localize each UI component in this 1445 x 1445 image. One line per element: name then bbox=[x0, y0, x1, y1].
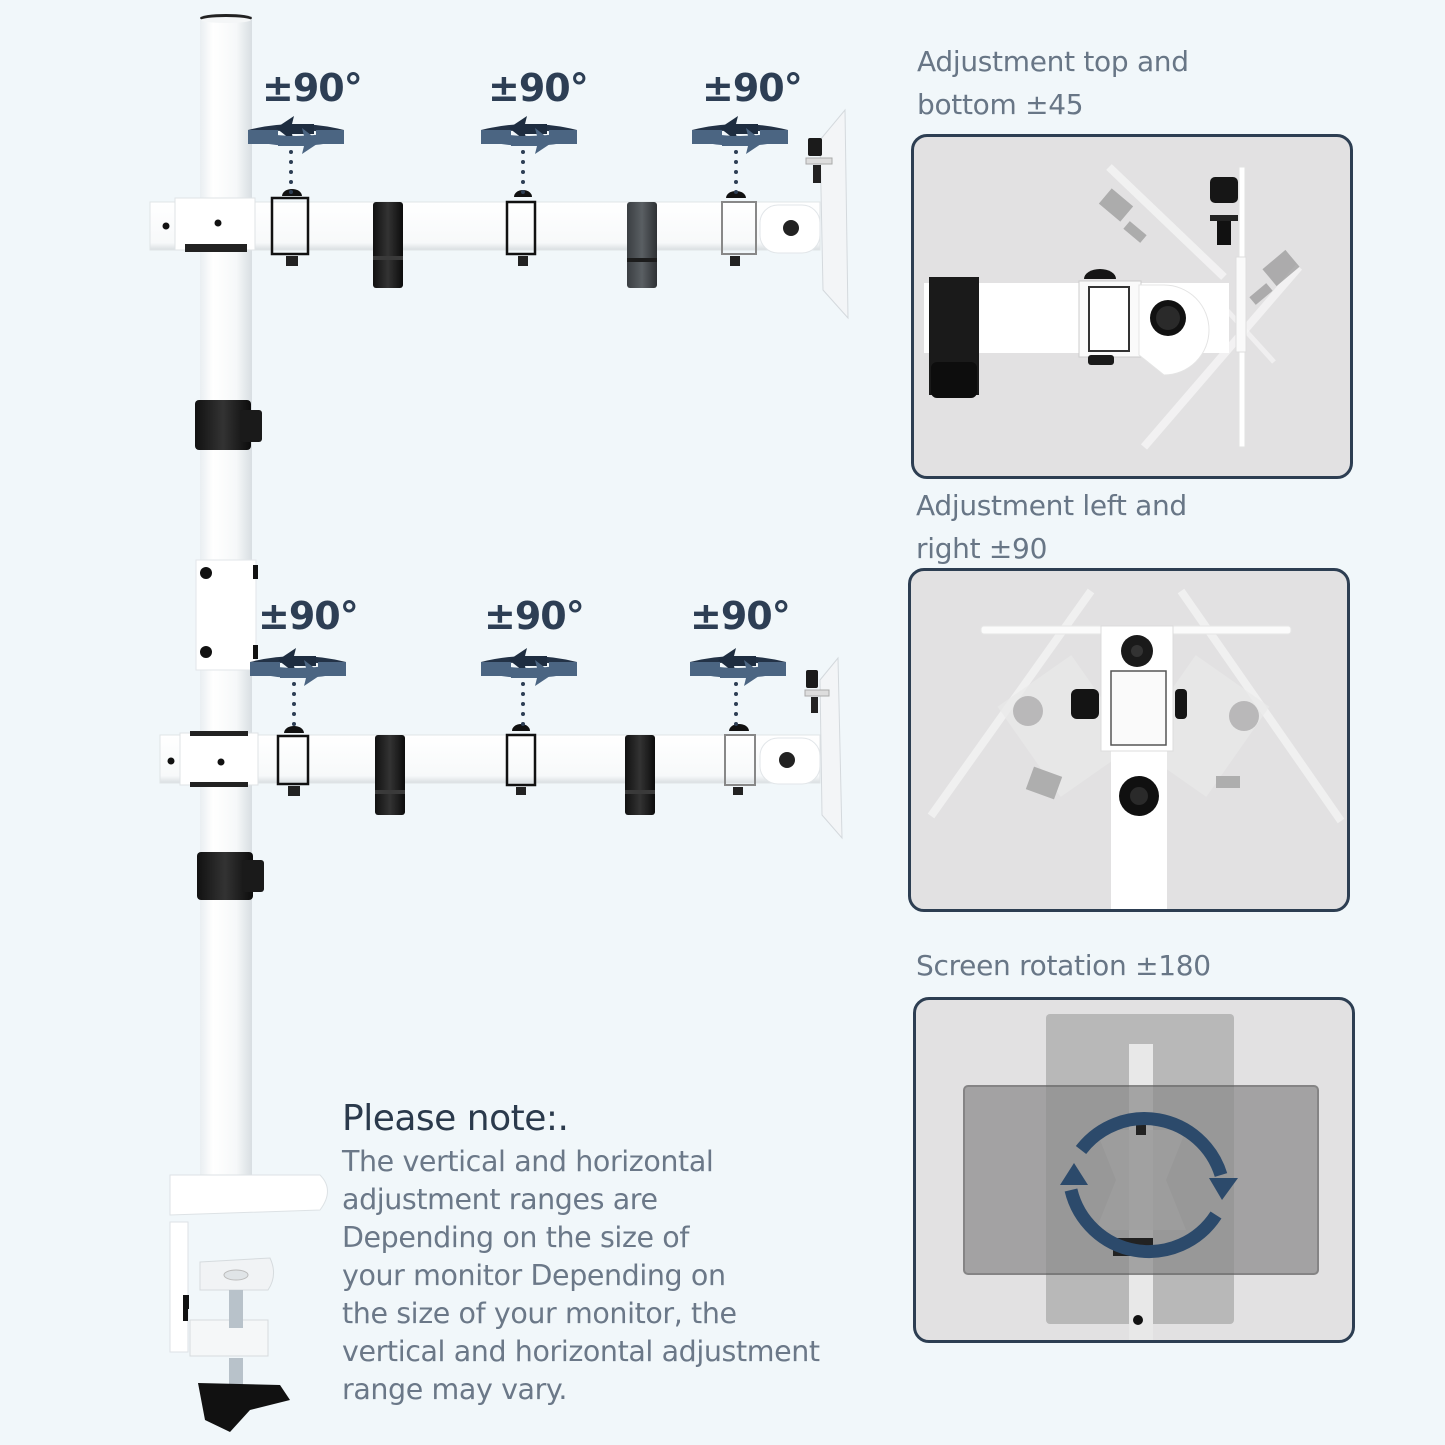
note-line: Depending on the size of bbox=[342, 1221, 689, 1254]
panel-swivel-illustration bbox=[908, 568, 1350, 912]
rotation-diagram-icon bbox=[963, 1014, 1319, 1340]
bottom-arm-rotation-label-2: ±90° bbox=[484, 594, 585, 638]
panel-tilt-illustration bbox=[911, 134, 1353, 479]
top-arm-rotation-label-3: ±90° bbox=[702, 66, 803, 110]
note-line: The vertical and horizontal bbox=[342, 1145, 714, 1178]
desk-clamp bbox=[169, 1174, 328, 1432]
panel-tilt-caption-line-2: bottom ±45 bbox=[917, 88, 1084, 121]
pole-cable-clip bbox=[195, 400, 262, 450]
panel-swivel-caption-line-1: Adjustment left and bbox=[916, 489, 1187, 522]
note-line: vertical and horizontal adjustment bbox=[342, 1335, 820, 1368]
pole-height-collar bbox=[195, 559, 258, 671]
panel-rotation-illustration bbox=[913, 997, 1355, 1343]
swivel-diagram-icon bbox=[927, 588, 1345, 909]
panel-swivel-caption: Adjustment left and right ±90 bbox=[916, 484, 1187, 570]
top-arm-rotation-label-1: ±90° bbox=[262, 66, 363, 110]
top-arm bbox=[149, 108, 849, 320]
bottom-arm-rotation-label-3: ±90° bbox=[690, 594, 791, 638]
top-arm-rotation-label-2: ±90° bbox=[488, 66, 589, 110]
panel-rotation-caption: Screen rotation ±180 bbox=[916, 944, 1211, 987]
note-line: the size of your monitor, the bbox=[342, 1297, 737, 1330]
note-title: Please note:. bbox=[342, 1098, 569, 1139]
note-body: The vertical and horizontal adjustment r… bbox=[342, 1143, 862, 1409]
panel-tilt-caption: Adjustment top and bottom ±45 bbox=[917, 40, 1189, 126]
note-line: range may vary. bbox=[342, 1373, 567, 1406]
bottom-arm bbox=[159, 656, 843, 840]
panel-swivel-caption-line-2: right ±90 bbox=[916, 532, 1048, 565]
mount-pole bbox=[149, 14, 849, 1432]
note-line: adjustment ranges are bbox=[342, 1183, 658, 1216]
pole-cable-clip bbox=[197, 852, 264, 900]
panel-tilt-caption-line-1: Adjustment top and bbox=[917, 45, 1189, 78]
tilt-diagram-icon bbox=[924, 164, 1303, 450]
bottom-arm-rotation-label-1: ±90° bbox=[258, 594, 359, 638]
panel-rotation-caption-line-1: Screen rotation ±180 bbox=[916, 949, 1211, 982]
note-line: your monitor Depending on bbox=[342, 1259, 726, 1292]
